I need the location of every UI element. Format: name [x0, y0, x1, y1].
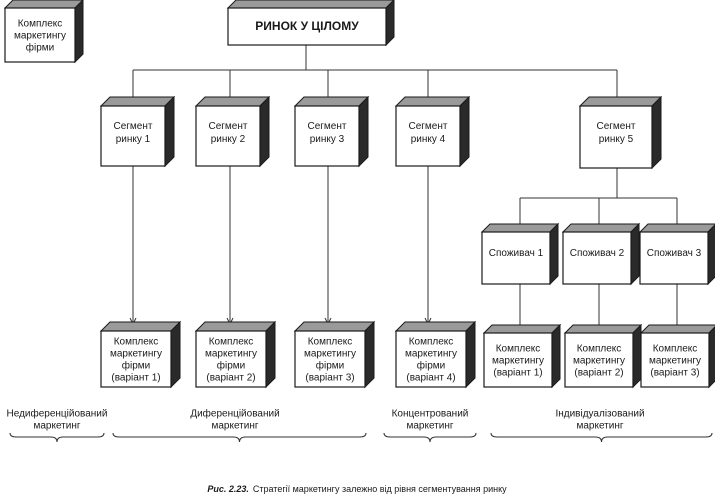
segment-mix-label: фірми	[122, 360, 150, 372]
strategy-label-line: маркетинг	[406, 421, 453, 432]
segment-box-1: Сегмент ринку 1	[99, 95, 176, 168]
segment-mix-label: (варіант 4)	[406, 373, 455, 384]
segment-mix-label: Комплекс	[114, 337, 159, 348]
segment-label: Сегмент	[308, 121, 347, 132]
strategy-label-line: Концентрований	[392, 409, 469, 420]
consumer-mix-label: маркетингу	[573, 356, 625, 367]
segment-label: Сегмент	[209, 121, 248, 132]
consumer-mix-label: маркетингу	[649, 356, 701, 367]
caption-text: Стратегії маркетингу залежно від рівня с…	[253, 484, 507, 494]
segment-mix-label: Комплекс	[409, 337, 454, 348]
segment-label: ринку 4	[411, 134, 446, 145]
segment-label: Сегмент	[597, 121, 636, 132]
strategy-brace-3	[383, 432, 477, 443]
segment-mix-label: фірми	[417, 360, 445, 372]
segment-mix-label: Комплекс	[209, 337, 254, 348]
strategy-label-line: маркетинг	[211, 421, 258, 432]
firm-mix-label: фірми	[26, 42, 54, 54]
segment-box-3: Сегмент ринку 3	[293, 95, 370, 168]
segment-label: ринку 1	[116, 134, 151, 145]
segment-label: ринку 3	[310, 134, 345, 145]
consumer-mix-label: (варіант 3)	[650, 368, 699, 379]
segment-label: ринку 5	[599, 134, 634, 145]
firm-mix-label: Комплекс	[18, 19, 63, 30]
caption-prefix: Рис. 2.23.	[207, 484, 249, 494]
segment-mix-label: маркетингу	[405, 349, 457, 360]
segment-mix-label: маркетингу	[205, 349, 257, 360]
segment-box-5: Сегмент ринку 5	[578, 95, 663, 170]
consumer-mix-label: Комплекс	[577, 344, 622, 355]
segment-mix-label: (варіант 2)	[206, 373, 255, 384]
figure-caption: Рис. 2.23. Стратегії маркетингу залежно в…	[207, 484, 507, 494]
strategy-label-line: Диференційований	[190, 408, 279, 420]
firm-mix-label: маркетингу	[14, 31, 66, 42]
consumer-box-3: Споживач 3	[638, 223, 715, 286]
consumer-mix-label: маркетингу	[492, 356, 544, 367]
segment-mix-label: (варіант 1)	[111, 373, 160, 384]
segment-label: Сегмент	[409, 121, 448, 132]
segment-label: Сегмент	[114, 121, 153, 132]
strategy-label-line: Недиференційований	[7, 408, 108, 420]
market-title: РИНОК У ЦІЛОМУ	[255, 19, 359, 33]
consumer-label: Споживач 1	[489, 248, 544, 259]
strategy-label-line: Індивідуалізований	[555, 409, 644, 420]
strategy-brace-1	[9, 432, 105, 443]
segment-mix-label: Комплекс	[308, 337, 353, 348]
consumer-box-2: Споживач 2	[561, 222, 641, 286]
strategy-brace-4	[490, 432, 713, 443]
segment-mix-label: фірми	[316, 360, 344, 372]
market-box: РИНОК У ЦІЛОМУ	[226, 0, 395, 47]
segment-box-4: Сегмент ринку 4	[394, 95, 471, 168]
strategy-label-line: маркетинг	[576, 421, 623, 432]
segment-label: ринку 2	[211, 134, 246, 145]
segment-box-2: Сегмент ринку 2	[194, 95, 271, 168]
segment-mix-label: (варіант 3)	[305, 373, 354, 384]
consumer-mix-label: Комплекс	[653, 344, 698, 355]
consumer-label: Споживач 2	[570, 248, 625, 259]
consumer-mix-label: (варіант 2)	[574, 368, 623, 379]
segment-mix-label: фірми	[217, 360, 245, 372]
consumer-mix-label: Комплекс	[496, 344, 541, 355]
consumer-box-1: Споживач 1	[480, 222, 560, 286]
strategy-brace-2	[112, 432, 367, 443]
consumer-mix-label: (варіант 1)	[493, 368, 542, 379]
consumer-label: Споживач 3	[647, 248, 702, 259]
strategy-label-line: маркетинг	[33, 421, 80, 432]
segment-mix-label: маркетингу	[110, 349, 162, 360]
segment-mix-label: маркетингу	[304, 349, 356, 360]
